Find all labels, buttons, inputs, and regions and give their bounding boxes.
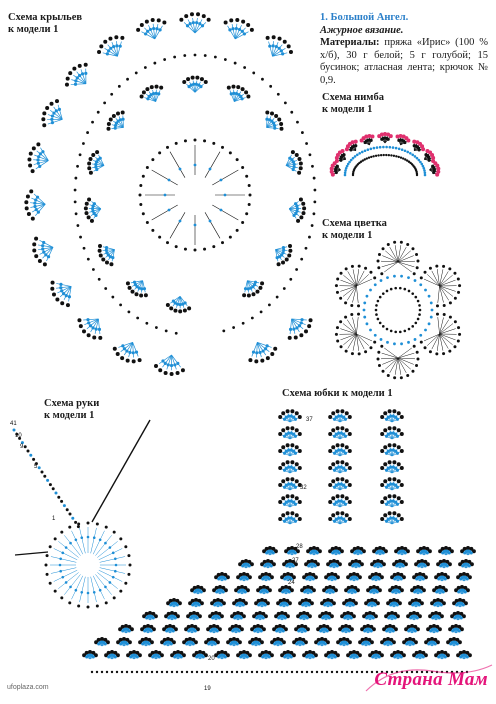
flower-diagram xyxy=(335,241,461,379)
skirt-row-number: 32 xyxy=(300,485,307,491)
halo-diagram xyxy=(330,132,441,177)
skirt-row-number: 24 xyxy=(288,580,295,586)
brand-logo: Страна Мам xyxy=(362,661,496,699)
skirt-row-number: 19 xyxy=(204,686,211,692)
hand-row-number: 5 xyxy=(34,464,38,470)
logo-text: Страна Мам xyxy=(374,669,488,691)
hand-row-number: 9 xyxy=(20,444,24,450)
hand-row-number: 41 xyxy=(10,421,17,427)
skirt-row-number: 28 xyxy=(296,544,303,550)
wings-diagram xyxy=(24,12,316,376)
skirt-row-number: 37 xyxy=(306,417,313,423)
site-watermark: ufoplaza.com xyxy=(7,684,49,691)
skirt-diagram: 37 32 28 27 24 20 19 xyxy=(82,409,476,692)
hand-diagram: 41 10 9 5 1 xyxy=(10,420,150,609)
hand-row-number: 1 xyxy=(52,516,56,522)
skirt-row-number: 27 xyxy=(292,558,299,564)
hand-row-number: 10 xyxy=(15,433,22,439)
skirt-row-number: 20 xyxy=(208,656,215,662)
